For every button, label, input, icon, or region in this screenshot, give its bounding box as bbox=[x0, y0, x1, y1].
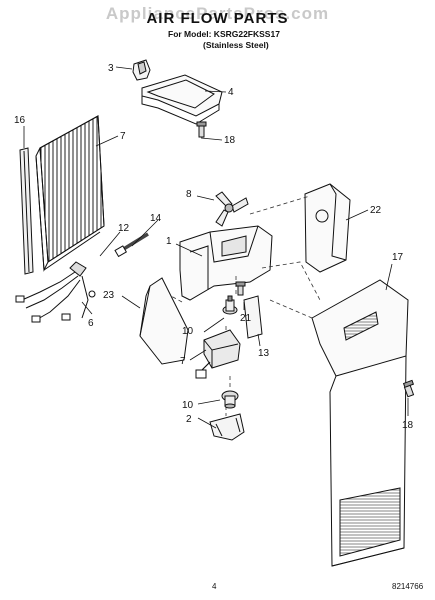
callout-7: 7 bbox=[180, 356, 186, 367]
part-17-rear-panel bbox=[311, 279, 409, 567]
leader-lines bbox=[23, 66, 409, 429]
callout-18-upper: 18 bbox=[224, 135, 236, 146]
part-18-screw-upper bbox=[196, 121, 207, 138]
callout-6: 6 bbox=[88, 318, 94, 329]
callout-4: 4 bbox=[228, 87, 234, 98]
callout-10-upper: 10 bbox=[182, 326, 194, 337]
part-8-fan-blade bbox=[215, 191, 249, 227]
part-5-evaporator-grille bbox=[35, 115, 105, 272]
callouts: 3 4 7 18 16 8 22 14 12 1 17 23 6 21 10 1… bbox=[14, 63, 414, 431]
part-22-side-baffle bbox=[304, 183, 351, 273]
callout-13: 13 bbox=[258, 348, 270, 359]
callout-21: 21 bbox=[240, 313, 252, 324]
callout-3: 3 bbox=[108, 63, 114, 74]
part-18-screw-lower bbox=[402, 379, 415, 398]
callout-14: 14 bbox=[150, 213, 162, 224]
model-line: For Model: KSRG22FKSS17 bbox=[168, 29, 280, 39]
page-number: 4 bbox=[212, 582, 217, 591]
part-2-motor-bracket bbox=[209, 413, 245, 441]
part-3-clip bbox=[132, 59, 151, 81]
callout-16: 16 bbox=[14, 115, 26, 126]
part-23-left-baffle bbox=[139, 277, 189, 365]
callout-1: 1 bbox=[166, 236, 172, 247]
variant-line: (Stainless Steel) bbox=[203, 40, 269, 50]
part-14-heater-rod bbox=[114, 232, 149, 258]
part-21-screw bbox=[235, 281, 246, 296]
callout-22: 22 bbox=[370, 205, 382, 216]
callout-2: 2 bbox=[186, 414, 192, 425]
part-10-grommet-lower bbox=[221, 390, 239, 409]
callout-17: 17 bbox=[392, 252, 404, 263]
part-10-grommet-upper bbox=[222, 295, 238, 315]
part-16-foam-strip bbox=[19, 147, 34, 275]
part-1-fan-housing bbox=[179, 225, 273, 301]
callout-23: 23 bbox=[103, 290, 115, 301]
callout-12: 12 bbox=[118, 223, 130, 234]
document-code: 8214766 bbox=[392, 582, 424, 591]
callout-18-lower: 18 bbox=[402, 420, 414, 431]
part-6-wire-harness bbox=[15, 261, 96, 323]
part-4-duct-tray bbox=[141, 74, 223, 125]
part-7-fan-motor bbox=[195, 329, 241, 379]
callout-5: 7 bbox=[120, 131, 126, 142]
callout-8: 8 bbox=[186, 189, 192, 200]
diagram-title: AIR FLOW PARTS bbox=[146, 10, 289, 27]
watermark: AppliancePartsPros.com bbox=[105, 4, 330, 23]
callout-10-lower: 10 bbox=[182, 400, 194, 411]
part-13-mounting-plate bbox=[243, 295, 263, 339]
